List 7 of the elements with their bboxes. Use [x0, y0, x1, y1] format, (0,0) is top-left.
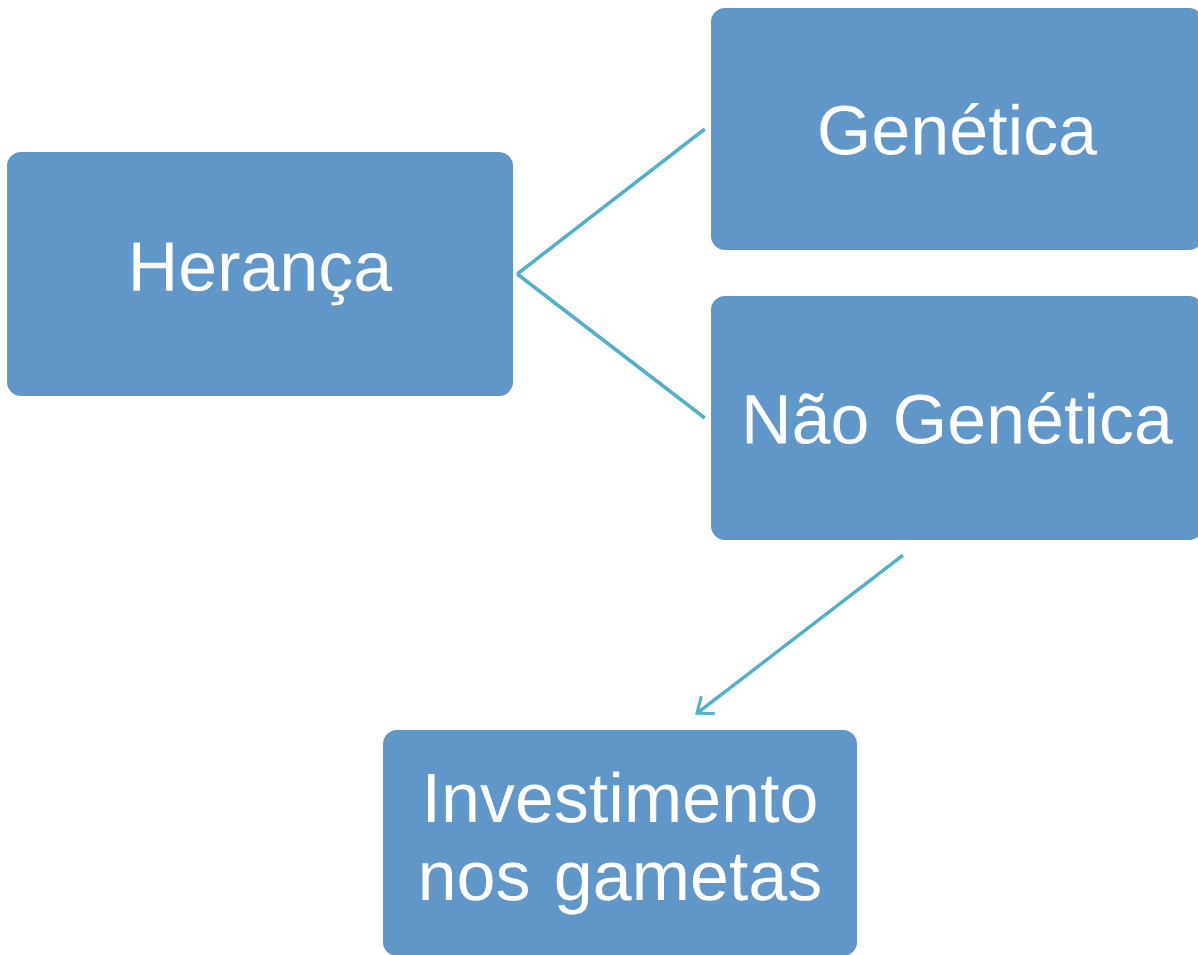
- connector-line: [695, 553, 905, 716]
- process-box: Genética: [711, 8, 1198, 250]
- process-box: Não Genética: [711, 296, 1198, 540]
- process-box: Investimento nos gametas: [383, 730, 857, 955]
- process-box: Herança: [7, 152, 513, 396]
- connector-line: [516, 127, 706, 276]
- connector-line: [516, 272, 706, 420]
